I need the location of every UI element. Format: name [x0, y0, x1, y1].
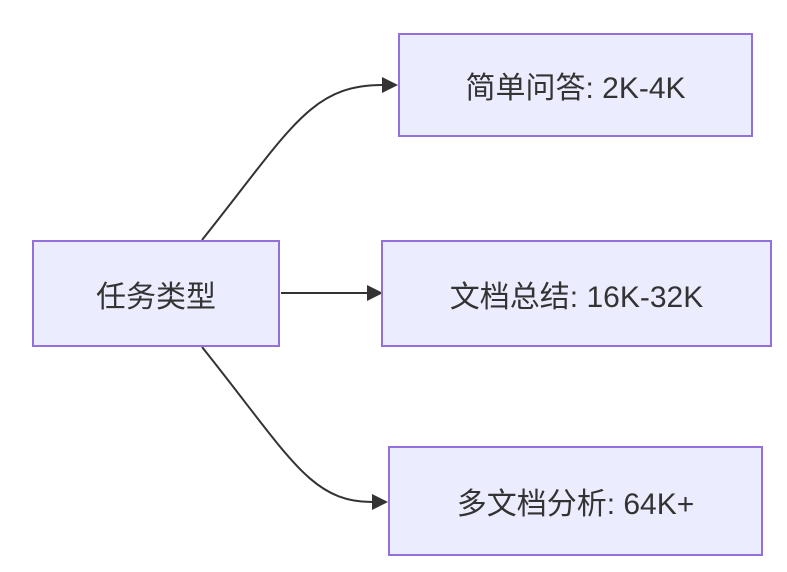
node-multi-doc-analysis-label: 多文档分析: 64K+: [456, 488, 695, 521]
node-doc-summary-label: 文档总结: 16K-32K: [449, 280, 704, 314]
node-task-type-label: 任务类型: [96, 280, 216, 314]
edge-task-type-to-multi-doc-analysis: [201, 346, 388, 510]
node-task-type: 任务类型: [32, 240, 280, 347]
node-simple-qa: 简单问答: 2K-4K: [398, 33, 753, 137]
node-multi-doc-analysis: 多文档分析: 64K+: [388, 446, 763, 556]
node-simple-qa-label: 简单问答: 2K-4K: [465, 72, 686, 105]
node-doc-summary: 文档总结: 16K-32K: [381, 240, 772, 347]
edge-task-type-to-simple-qa: [201, 77, 398, 241]
